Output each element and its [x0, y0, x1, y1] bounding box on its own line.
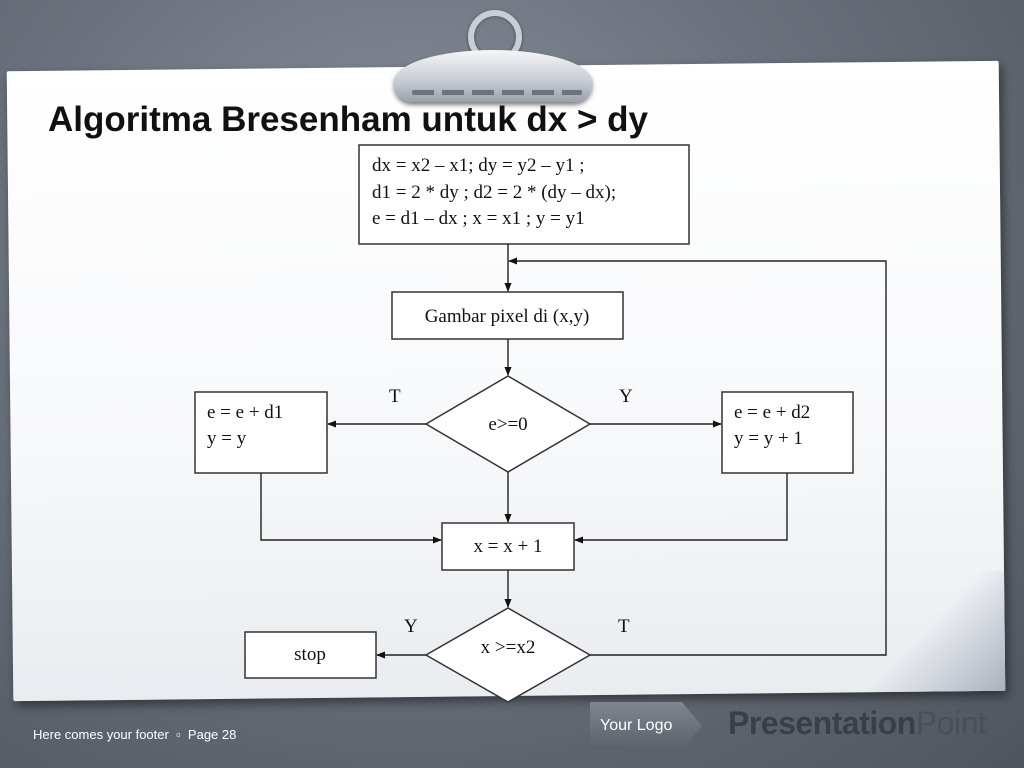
- label-e-left: T: [389, 386, 401, 407]
- clip-dashes: [412, 90, 582, 95]
- branch-true-line-1: e = e + d2: [734, 402, 810, 423]
- page-number: Page 28: [187, 727, 237, 742]
- draw-pixel-label: Gambar pixel di (x,y): [425, 306, 590, 327]
- stop-label: stop: [294, 644, 326, 665]
- decision-e-label: e>=0: [488, 414, 527, 435]
- label-x-right: T: [618, 616, 630, 637]
- branch-true-box: [721, 391, 854, 474]
- brand-light: Point: [915, 705, 987, 741]
- loop-back-line: [508, 257, 887, 656]
- arrow-false-to-increment: [260, 473, 442, 544]
- branch-false-box: [194, 391, 328, 474]
- slide-title: Algoritma Bresenham untuk dx > dy: [48, 100, 648, 139]
- branch-true-line-2: y = y + 1: [734, 428, 803, 449]
- logo-arrow-icon: [590, 702, 702, 750]
- footer-text: Here comes your footer: [33, 727, 169, 742]
- init-line-1: dx = x2 – x1; dy = y2 – y1 ;: [372, 155, 585, 176]
- logo-label: Your Logo: [600, 717, 673, 734]
- label-x-left: Y: [404, 616, 418, 637]
- branch-false-line-2: y = y: [207, 428, 247, 449]
- decision-x-label: x >=x2: [481, 637, 536, 658]
- init-line-3: e = d1 – dx ; x = x1 ; y = y1: [372, 208, 585, 229]
- decision-x-diamond: [424, 607, 592, 703]
- footer-separator-icon: ▫: [176, 727, 181, 742]
- label-e-right: Y: [619, 386, 633, 407]
- init-line-2: d1 = 2 * dy ; d2 = 2 * (dy – dx);: [372, 182, 616, 203]
- draw-pixel-box: [391, 291, 624, 340]
- footer: Here comes your footer ▫ Page 28: [33, 727, 236, 742]
- brand-logo: PresentationPoint: [728, 705, 987, 742]
- init-box: [358, 144, 690, 245]
- increment-box: [441, 522, 575, 571]
- stop-box: [244, 631, 377, 679]
- branch-false-line-1: e = e + d1: [207, 402, 283, 423]
- brand-bold: Presentation: [728, 705, 916, 741]
- increment-label: x = x + 1: [474, 536, 543, 557]
- arrow-true-to-increment: [574, 473, 788, 544]
